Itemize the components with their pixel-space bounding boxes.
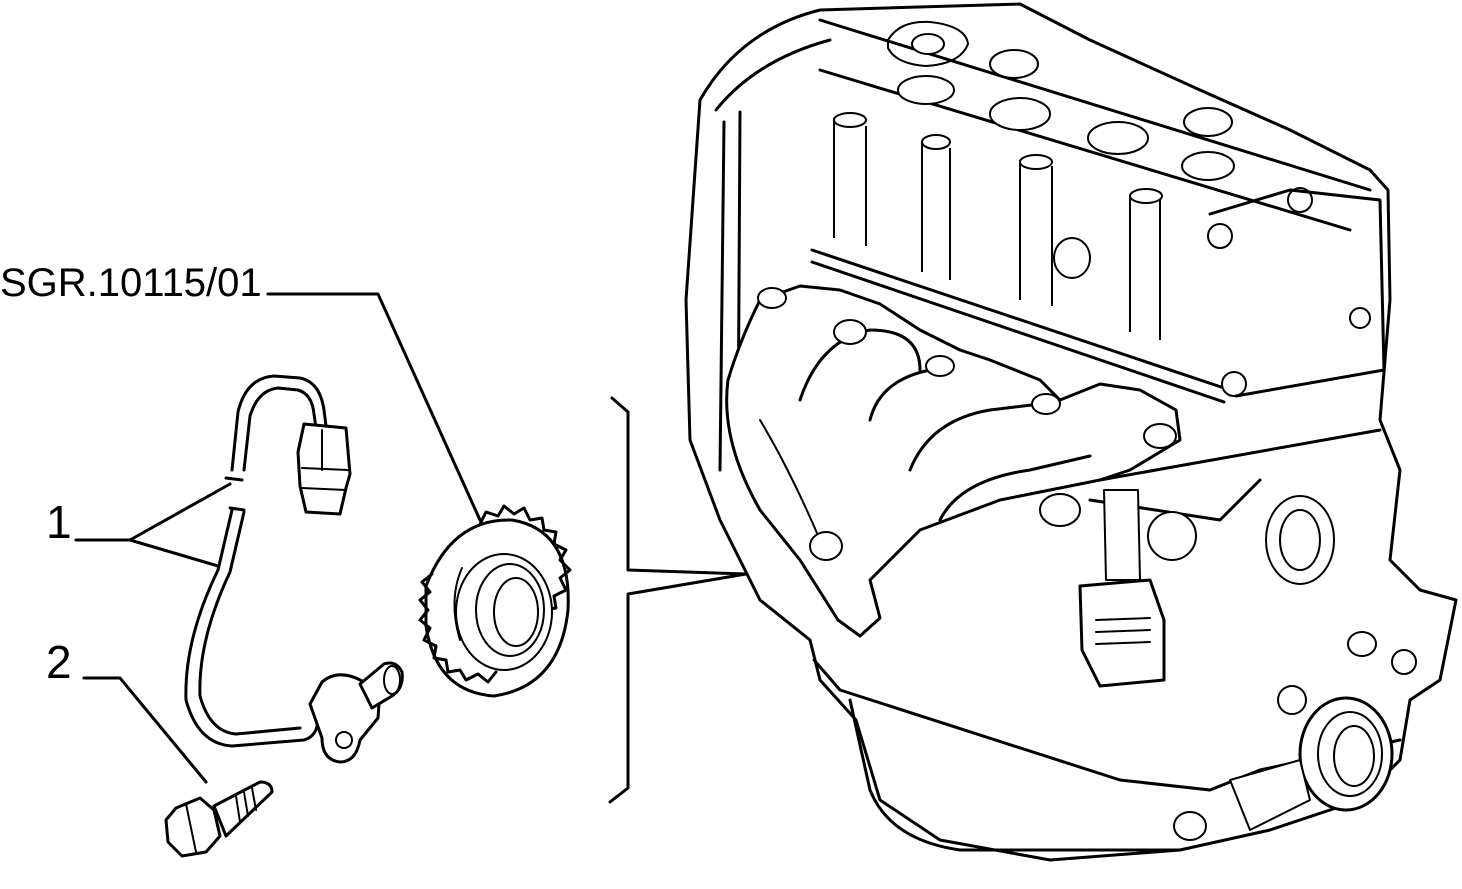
reference-leader-line	[266, 292, 482, 522]
item-1-leader-line	[74, 482, 232, 568]
assembly-bracket	[608, 396, 748, 804]
item-2-label: 2	[46, 636, 72, 688]
reference-label: SGR.10115/01	[0, 261, 262, 305]
toothed-pulley	[418, 504, 572, 698]
bolt	[164, 780, 274, 858]
item-2-leader-line	[82, 676, 208, 784]
sensor-cable	[184, 374, 404, 764]
engine-block	[684, 2, 1458, 862]
item-1-label: 1	[46, 496, 72, 548]
